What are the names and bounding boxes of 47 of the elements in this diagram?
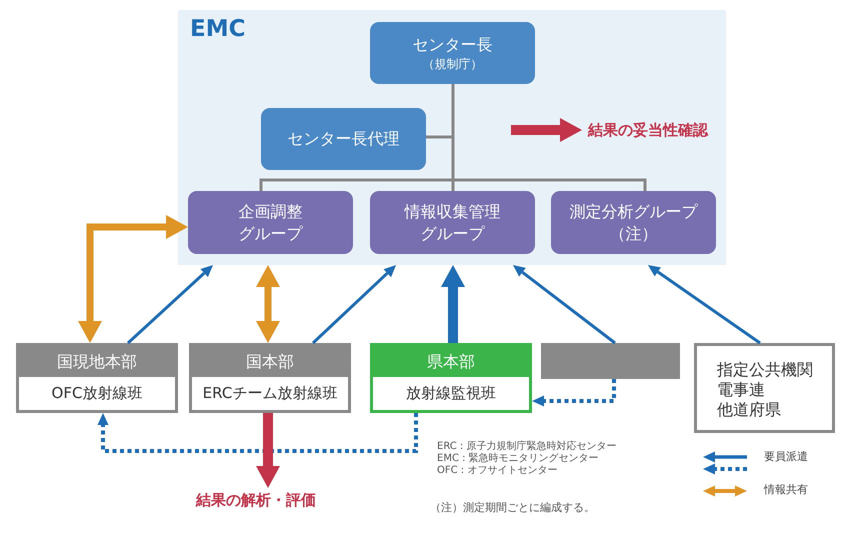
arrow [256,265,280,343]
process-box [261,108,426,170]
result-label: 結果の解析・評価 [194,490,317,511]
legend-label: 要員派遣 [764,450,808,464]
panel-title: EMC [190,16,246,42]
box-label: 企画調整グループ [238,200,304,244]
arrow [512,265,616,344]
box-label: センター長代理 [288,128,400,150]
abbreviation-note: EMC : 緊急時モニタリングセンター [437,453,599,465]
organization-name: 他道府県 [717,400,782,420]
organization-name: 電事連 [717,380,766,400]
process-box [370,191,535,254]
team-name: 放射線監視班 [373,377,529,410]
result-label: 結果の妥当性確認 [586,120,710,141]
organization-name: 国本部 [245,351,295,373]
team-name: ERCチーム放射線班 [192,377,348,410]
arrow [312,264,396,344]
organization-name: 県本部 [426,351,476,373]
organization-box [16,343,178,413]
box-label: 情報収集管理グループ [404,200,502,244]
arrow [532,379,616,406]
process-box [551,191,716,254]
arrow [256,413,280,488]
organization-box [694,343,835,433]
arrow [126,265,214,344]
box-subtitle: （規制庁） [422,56,482,72]
footnote: （注）測定期間ごとに編成する。 [430,501,595,514]
arrow [648,265,761,344]
arrow [441,265,465,343]
connector-line [452,84,646,191]
team-name: OFC放射線班 [19,377,175,410]
organization-name: 国現地本部 [56,351,138,373]
box-label: 測定分析グループ（注） [568,200,698,244]
arrow [78,215,188,343]
organization-box [189,343,351,413]
organization-box [370,343,532,413]
arrow [98,413,418,453]
process-box [370,22,535,84]
organization-box [541,343,680,379]
legend-label: 情報共有 [764,483,808,497]
abbreviation-note: ERC : 原子力規制庁緊急時対応センター [437,441,616,452]
arrow [511,118,582,142]
group-panel [178,10,726,265]
abbreviation-note: OFC : オフサイトセンター [437,465,558,477]
process-box [188,191,353,254]
box-label: センター長 [412,34,492,56]
organization-name: 指定公共機関 [717,360,814,380]
